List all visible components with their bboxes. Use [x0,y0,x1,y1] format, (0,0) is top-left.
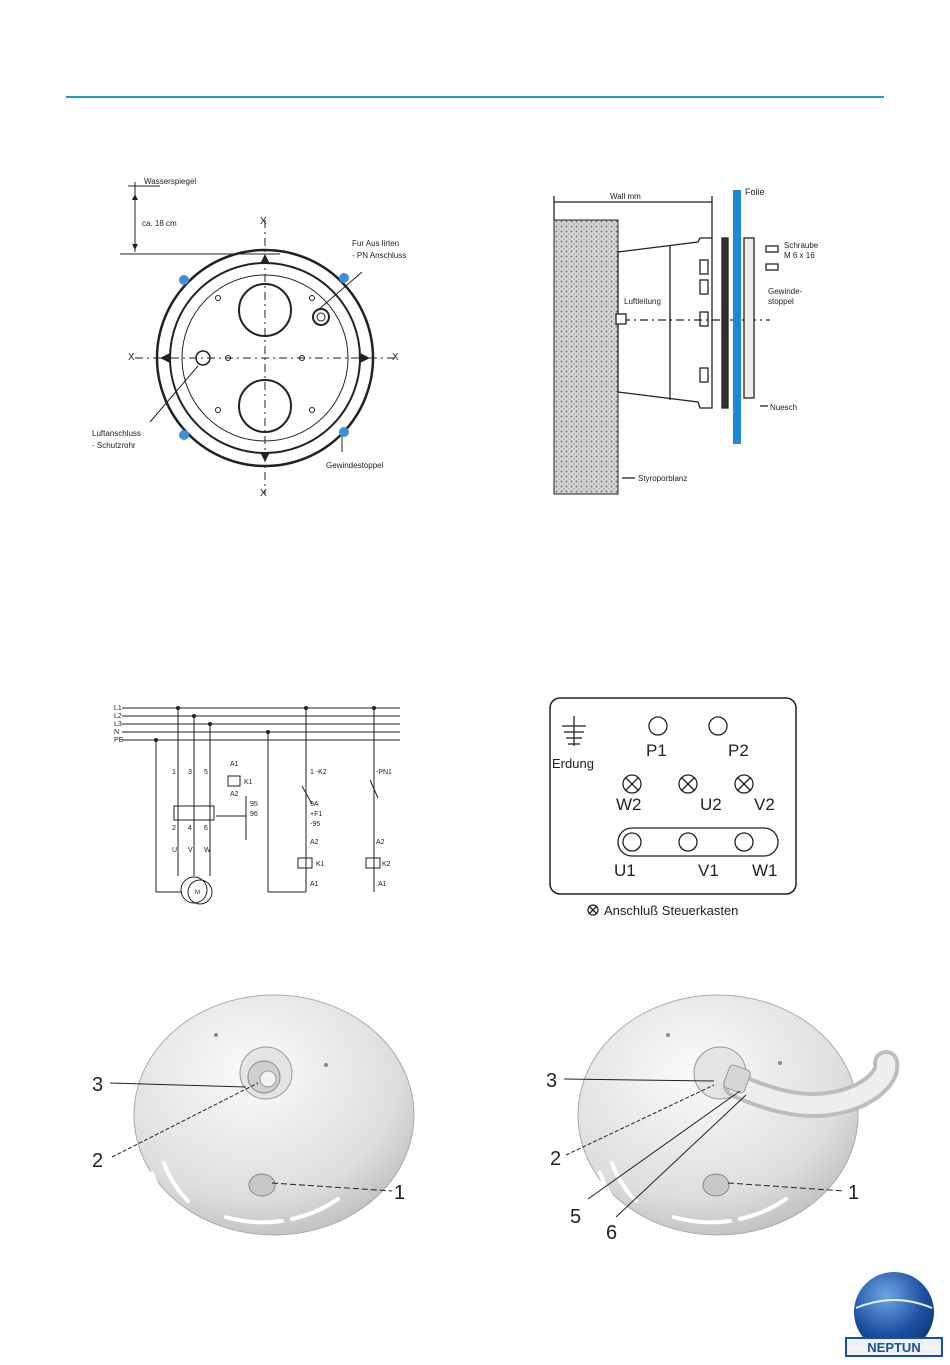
relay-a2: A2 [230,791,239,798]
axis-x-right: X [392,352,399,363]
axis-x-bottom: X [260,488,267,499]
callout-2: 2 [92,1150,103,1172]
line-label-l1: L1 [114,705,122,712]
terminal-u1: U1 [614,861,636,880]
mid-label-5: A2 [310,839,319,846]
terminal-w1: W1 [752,861,778,880]
line-label-n: N [114,729,119,736]
callout-1: 1 [848,1182,859,1204]
terminal-2: 2 [172,825,176,832]
mid-label-1: 1 -K2 [310,769,327,776]
line-label-l2: L2 [114,713,122,720]
terminal-v1: V1 [698,861,719,880]
header-rule [66,96,884,98]
relay-a1: A1 [230,761,239,768]
callout-2: 2 [550,1148,561,1170]
wiring-schematic: L1 L2 L3 N PE 1 3 5 2 4 6 U V W M A1 K1 … [112,700,412,912]
water-level-label: Wasserspiegel [144,177,196,186]
callout-3: 3 [92,1074,103,1096]
axis-x-top: X [260,216,267,227]
cover-label: Nuesch [770,403,797,412]
mid-label-6: K1 [316,861,325,868]
relay-95: 95 [250,801,258,808]
niche-top-view-drawing: Wasserspiegel ca. 18 cm X X X X Fur Aus … [80,160,440,510]
line-label-pe: PE [114,737,124,744]
depth-label: ca. 18 cm [142,219,177,228]
wall-dimension-label: Wall mm [610,192,641,201]
top-right-label-line1: Fur Aus lirten [352,239,399,248]
terminal-p1: P1 [646,741,667,760]
mid-label-3: +F1 [310,811,322,818]
mid-label-4: -95 [310,821,320,828]
niche-section-drawing: Wall mm Folie Schraube M 6 x 16 Gewinde-… [540,180,860,520]
line-label-l3: L3 [114,721,122,728]
mid-label-7: A1 [310,881,319,888]
callout-6: 6 [606,1222,617,1244]
terminal-4: 4 [188,825,192,832]
motor-label: M [195,890,200,896]
callout-5: 5 [570,1206,581,1228]
phase-v: V [188,847,193,854]
plug-label-line1: Gewinde- [768,287,803,296]
relay-k1: K1 [244,779,253,786]
ground-label: Erdung [552,756,594,771]
foil-label: Folie [745,187,765,197]
axis-x-left: X [128,352,135,363]
screw-label-line1: Schraube [784,241,819,250]
terminal-3: 3 [188,769,192,776]
right-label-3: K2 [382,861,391,868]
terminal-p2: P2 [728,741,749,760]
terminal-u2: U2 [700,795,722,814]
left-label-line1: Luftanschluss [92,429,141,438]
logo-text: NEPTUN [867,1340,920,1355]
air-line-label: Luftleitung [624,297,661,306]
legend-text: Anschluß Steuerkasten [604,903,738,918]
right-label-1: -PN1 [376,769,392,776]
terminal-v2: V2 [754,795,775,814]
relay-96: 96 [250,811,258,818]
bottom-right-label: Gewindestoppel [326,461,384,470]
top-right-label-line2: - PN Anschluss [352,251,406,260]
cover-photo-with-cable: 3 2 5 6 1 [540,985,900,1245]
terminal-5: 5 [204,769,208,776]
right-label-4: A1 [378,881,387,888]
terminal-w2: W2 [616,795,642,814]
phase-w: W [204,847,211,854]
callout-1: 1 [394,1182,405,1204]
callout-3: 3 [546,1070,557,1092]
neptun-logo: NEPTUN [840,1268,946,1360]
phase-u: U [172,847,177,854]
plug-label-line2: stoppel [768,297,794,306]
mid-label-2: 9A [310,801,319,808]
terminal-board-diagram: Erdung P1 P2 W2 U2 V2 U1 V1 W1 Anschluß … [548,696,800,924]
screw-label-line2: M 6 x 16 [784,251,815,260]
terminal-6: 6 [204,825,208,832]
styropor-label: Styroporblanz [638,474,687,483]
terminal-1: 1 [172,769,176,776]
left-label-line2: - Schutzrohr [92,441,136,450]
cover-photo-without-cable: 3 2 1 [86,985,416,1240]
right-label-2: A2 [376,839,385,846]
